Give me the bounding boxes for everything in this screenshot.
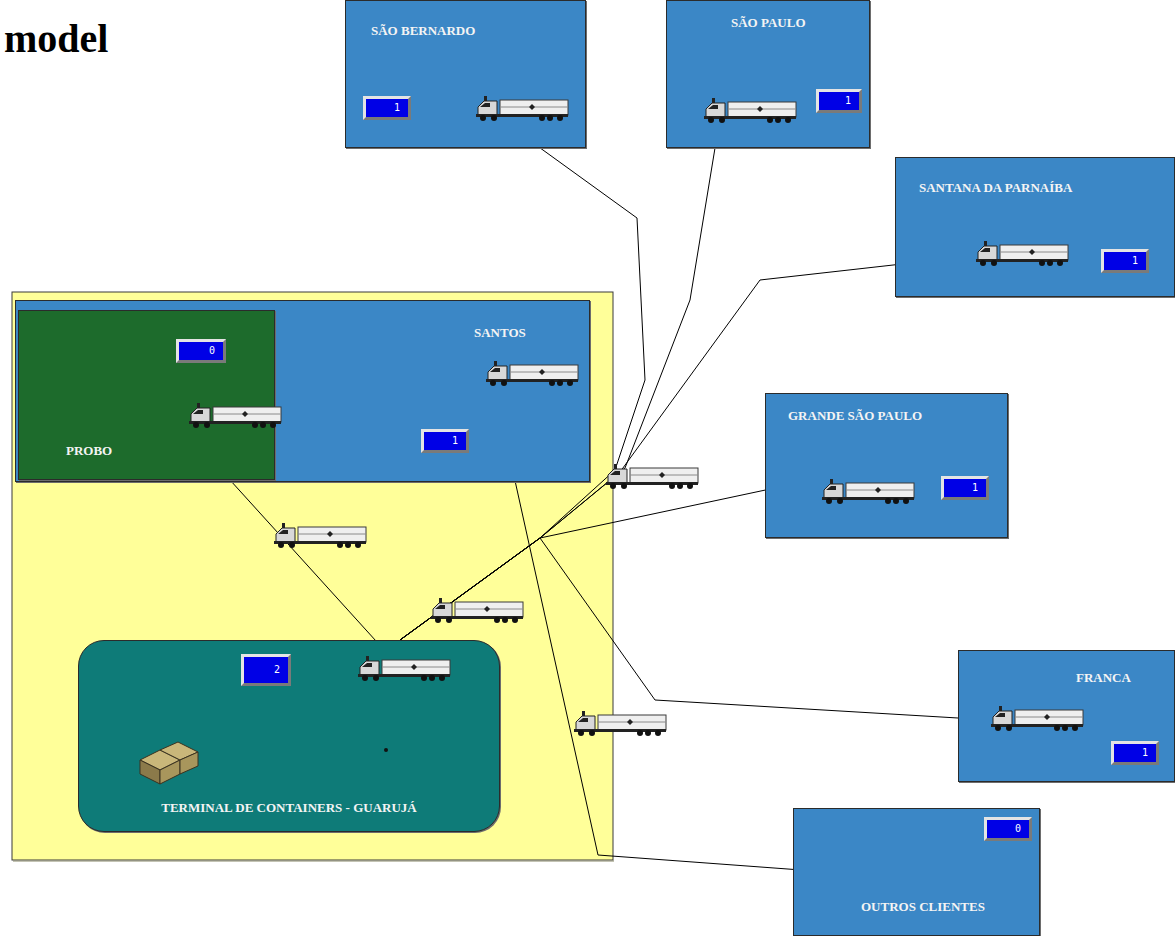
counter-display: 1 [363, 96, 411, 120]
truck-icon [189, 403, 281, 428]
counter-display: 0 [984, 817, 1032, 841]
truck-icon [574, 711, 666, 736]
location-box: OUTROS CLIENTES 0 [793, 808, 1040, 936]
truck-icon [486, 361, 578, 386]
truck-icon [704, 98, 796, 123]
truck-icon [274, 523, 366, 548]
location-box: SÃO BERNARDO 1 [345, 0, 586, 148]
route-line [400, 490, 765, 640]
location-box: SANTANA DA PARNAÍBA 1 [895, 157, 1175, 297]
location-box: SÃO PAULO 1 [666, 0, 870, 148]
location-name: SÃO PAULO [731, 15, 806, 31]
region-shadow [13, 861, 614, 862]
counter-display: 1 [941, 476, 989, 500]
location-name: TERMINAL DE CONTAINERS - GUARUJÁ [161, 800, 416, 816]
location-box: GRANDE SÃO PAULO 1 [765, 393, 1008, 538]
counter-display: 1 [1101, 249, 1149, 273]
truck-icon [431, 598, 523, 623]
route-line [230, 480, 375, 640]
port-region [12, 292, 613, 860]
location-box: SANTOS 1PROBO 0 [15, 300, 590, 482]
cargo-icon [140, 742, 198, 784]
location-name: SANTOS [474, 325, 526, 341]
location-name: SANTANA DA PARNAÍBA [919, 180, 1072, 196]
counter-display: 1 [1111, 741, 1159, 765]
diagram-title: model [4, 16, 108, 62]
location-name: GRANDE SÃO PAULO [788, 408, 922, 424]
truck-icon [358, 656, 450, 681]
location-name: PROBO [66, 443, 112, 459]
counter-display: 0 [176, 339, 226, 363]
truck-icon [822, 479, 914, 504]
counter-display: 1 [816, 89, 862, 113]
location-name: FRANCA [1076, 670, 1131, 686]
marker-dot [384, 748, 388, 752]
truck-icon [976, 241, 1068, 266]
truck-icon [476, 96, 568, 121]
truck-icon [991, 706, 1083, 731]
location-name: SÃO BERNARDO [371, 23, 475, 39]
location-name: OUTROS CLIENTES [861, 899, 985, 915]
truck-icon [606, 464, 698, 489]
counter-display: 1 [421, 429, 469, 453]
route-line [515, 482, 793, 869]
counter-display: 2 [241, 654, 291, 686]
location-box: PROBO 0 [18, 310, 275, 480]
